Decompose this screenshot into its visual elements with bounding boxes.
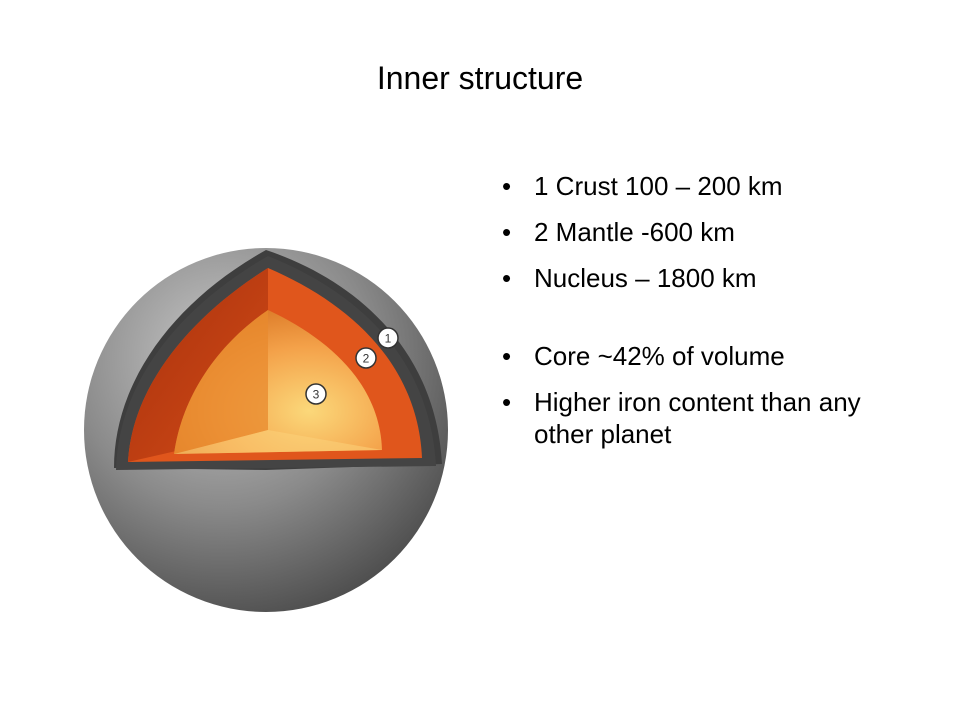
label-badge-1-text: 1 [385,332,392,346]
bullet-text: Core ~42% of volume [534,341,785,371]
label-badge-2-text: 2 [363,352,370,366]
label-badge-2: 2 [355,347,377,369]
bullet-item: • Core ~42% of volume [502,340,922,372]
bullet-marker: • [502,171,512,201]
planet-cutaway-diagram: 1 2 3 [76,240,456,620]
bullet-item: • Nucleus – 1800 km [502,262,922,294]
label-badge-1: 1 [377,327,399,349]
planet-cutaway-svg: 1 2 3 [84,248,448,612]
core-left-face [174,310,268,454]
label-badge-3: 3 [305,383,327,405]
bullet-marker: • [502,217,512,247]
slide-title: Inner structure [376,60,584,96]
bullet-item: • 1 Crust 100 – 200 km [502,170,922,202]
bullet-text: Higher iron content than any other plane… [534,387,861,449]
bullet-marker: • [502,387,512,417]
label-badge-3-text: 3 [313,388,320,402]
bullet-text: 2 Mantle -600 km [534,217,735,247]
bullet-text: Nucleus – 1800 km [534,263,757,293]
bullet-list: • 1 Crust 100 – 200 km • 2 Mantle -600 k… [502,170,922,464]
bullet-text: 1 Crust 100 – 200 km [534,171,783,201]
bullet-marker: • [502,341,512,371]
bullet-item: • Higher iron content than any other pla… [502,386,922,450]
bullet-marker: • [502,263,512,293]
bullet-item: • 2 Mantle -600 km [502,216,922,248]
core-center-highlight [174,430,382,454]
